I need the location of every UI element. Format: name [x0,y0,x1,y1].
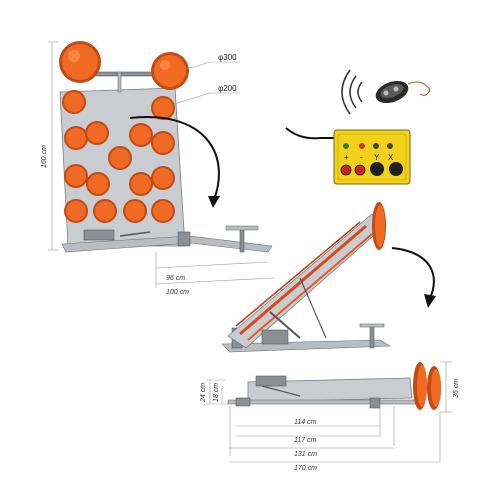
folded-height-35-label: 35 cm [453,379,460,398]
large-lamp-leader [182,61,211,71]
folded-height-24-label: 24 cm [200,383,207,403]
height-dimension-label: 160 cm [41,145,48,168]
panel-indicator-label: - [360,153,363,162]
small-lamp [93,199,117,223]
small-lamp-diameter-label: φ200 [218,84,237,93]
width-96-label: 96 cm [166,275,185,282]
tilted-board-plate [227,213,383,349]
small-lamp [151,131,175,155]
length-117-label: 117 cm [294,437,317,444]
upright-base-frame [61,225,273,253]
small-lamp [62,90,86,114]
large-lamp [151,52,189,90]
folding-arrow-1 [129,116,220,201]
wireless-signal-icon [341,69,363,115]
small-lamp [108,146,132,170]
small-lamp [85,121,109,145]
upright-board-view: φ300 φ200 160 cm 96 cm 100 cm [41,41,275,296]
panel-indicator-led [359,143,365,149]
small-lamp [129,172,153,196]
panel-button [354,164,366,176]
panel-indicator-label: Y [374,153,380,162]
length-114-label: 114 cm [294,419,317,426]
panel-knob [370,162,384,176]
small-lamp [86,172,110,196]
wireless-remote [341,69,431,115]
small-lamp [151,199,175,223]
tilted-board-view [221,202,392,353]
tilted-large-lamp [372,202,386,250]
panel-indicator-label: + [344,153,349,162]
large-lamp-diameter-label: φ300 [218,53,237,62]
folding-arrow-1-head [208,196,220,208]
panel-indicator-led [373,143,379,149]
small-lamp-grid [62,90,175,223]
panel-indicator-led [387,143,393,149]
panel-indicator-led [343,143,349,149]
small-lamp [129,123,153,147]
remote-key-fob-icon [375,80,431,104]
small-lamp [64,164,88,188]
tilted-lamp-strip [235,221,373,341]
control-panel: + - Y X [333,129,411,185]
length-131-label: 131 cm [294,451,317,458]
large-lamp [59,41,101,83]
panel-button [340,164,352,176]
small-lamp [151,96,175,120]
folding-arrow-2-head [424,294,436,308]
length-170-label: 170 cm [294,465,317,472]
folded-large-lamp [427,366,441,410]
panel-indicator-label: X [388,153,394,162]
small-lamp [64,199,88,223]
folded-large-lamp [413,362,427,410]
width-100-label: 100 cm [166,289,189,296]
width-100-dimension-line [155,277,275,285]
small-lamp [151,166,175,190]
folding-arrow-2 [391,247,435,299]
small-lamp-leader [173,92,211,105]
width-96-dimension-line [155,261,269,269]
panel-knob [389,162,403,176]
panel-cable [285,127,334,140]
folded-board-view: 24 cm 18 cm 35 cm 114 cm 117 cm 131 cm 1… [200,361,460,472]
top-lamp-bar-post [117,71,122,93]
small-lamp [64,126,88,150]
folded-board-stack [247,377,413,403]
folded-height-18-label: 18 cm [213,383,220,402]
small-lamp [123,199,147,223]
